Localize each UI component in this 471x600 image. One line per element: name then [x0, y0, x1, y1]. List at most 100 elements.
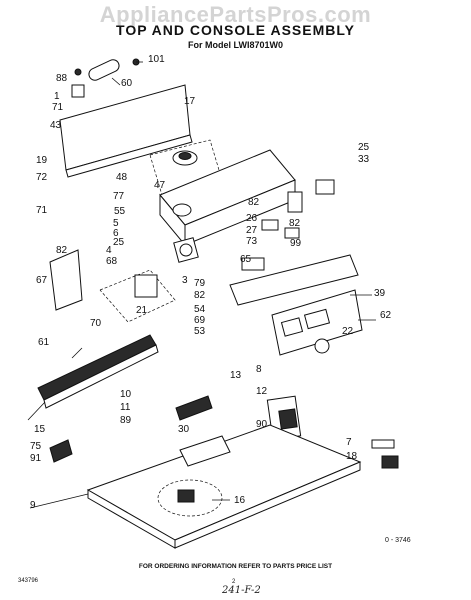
callout-label: 48 — [116, 172, 128, 183]
callout-label: 10 — [120, 389, 132, 400]
document-code: 343796 — [18, 578, 39, 584]
callout-label: 77 — [113, 191, 125, 202]
top-panel-opening-shape — [179, 435, 231, 467]
callout-label: 89 — [120, 415, 132, 426]
callout-label: 13 — [230, 370, 242, 381]
side-bracket-shape — [49, 249, 83, 311]
callout-label: 82 — [194, 290, 206, 301]
callout-label: 68 — [106, 256, 118, 267]
panel-window-shape — [280, 317, 304, 337]
callout-label: 8 — [256, 364, 262, 375]
lint-screen-mesh-shape — [278, 408, 298, 430]
trim-strip-edge-shape — [43, 344, 159, 409]
top-panel-side-edge-shape — [174, 461, 361, 549]
callout-label: 55 — [114, 206, 126, 217]
callout-label: 4 — [106, 245, 112, 256]
console-hole-shape — [172, 203, 192, 217]
small-switch-2-shape — [284, 227, 300, 239]
callout-label: 99 — [290, 238, 302, 249]
callout-label: 82 — [56, 245, 68, 256]
model-subtitle: For Model LWI8701W0 — [187, 40, 283, 50]
callout-label: 79 — [194, 278, 206, 289]
callout-label: 71 — [36, 205, 48, 216]
screw-shape — [74, 68, 82, 76]
callout-label: 43 — [50, 120, 62, 131]
callout-label: 90 — [256, 419, 268, 430]
callout-label: 22 — [342, 326, 354, 337]
callout-label: 27 — [246, 225, 258, 236]
callout-label: 6 — [113, 228, 119, 239]
callout-label: 71 — [52, 102, 64, 113]
callout-label: 70 — [90, 318, 102, 329]
latch-shape — [177, 489, 195, 503]
callout-label: 62 — [380, 310, 392, 321]
front-panel-upper-shape — [229, 254, 359, 306]
callout-label: 54 — [194, 304, 206, 315]
callout-label: 65 — [240, 254, 252, 265]
motor-shape — [134, 274, 158, 298]
callout-label: 69 — [194, 315, 206, 326]
panel-window-2-shape — [303, 308, 331, 330]
callout-label: 75 — [30, 441, 42, 452]
callout-label: 61 — [38, 337, 50, 348]
dashed-enclosure — [149, 139, 226, 206]
callout-label: 26 — [246, 213, 258, 224]
callout-label: 15 — [34, 424, 46, 435]
callout-label: 11 — [120, 402, 131, 413]
callout-label: 25 — [358, 142, 370, 153]
ordering-note: FOR ORDERING INFORMATION REFER TO PARTS … — [138, 563, 333, 570]
callout-label: 17 — [184, 96, 196, 107]
small-switch-shape — [261, 219, 279, 231]
rear-panel-edge-shape — [65, 134, 193, 178]
light-bulb-shape — [88, 59, 120, 81]
callout-label: 47 — [154, 180, 166, 191]
callout-label: 9 — [30, 500, 36, 511]
felt-pad-shape — [49, 439, 73, 463]
page-number: 2 — [232, 579, 236, 585]
knob-center-shape — [178, 152, 192, 160]
diagram-shapes — [27, 58, 399, 549]
callout-label: 21 — [136, 305, 148, 316]
callout-label: 16 — [234, 495, 246, 506]
callout-label: 12 — [256, 386, 268, 397]
callout-label: 7 — [346, 437, 352, 448]
terminal-block-shape — [315, 179, 335, 195]
callout-label: 39 — [374, 288, 386, 299]
callout-label: 101 — [148, 54, 165, 65]
callout-label: 3 — [182, 275, 188, 286]
callout-label: 82 — [248, 197, 260, 208]
hinge-shape — [371, 439, 395, 449]
callout-label: 18 — [346, 451, 358, 462]
clip-shape — [71, 84, 85, 98]
selector-switch-shape — [241, 257, 265, 271]
callout-label: 53 — [194, 326, 206, 337]
selector-knob-shape — [314, 338, 330, 354]
callout-label: 67 — [36, 275, 48, 286]
pad-shape — [381, 455, 399, 469]
drawing-code: 0 - 3746 — [385, 537, 411, 544]
callout-label: 5 — [113, 218, 119, 229]
diagram-title: TOP AND CONSOLE ASSEMBLY — [116, 22, 355, 38]
callout-label: 72 — [36, 172, 48, 183]
switch-shape — [287, 191, 303, 213]
handwritten-note: 241-F-2 — [222, 585, 261, 596]
callout-label: 91 — [30, 453, 42, 464]
callout-label: 25 — [113, 237, 125, 248]
lint-filter-shape — [175, 395, 213, 421]
callout-label: 73 — [246, 236, 258, 247]
callout-label: 30 — [178, 424, 190, 435]
callout-label: 88 — [56, 73, 68, 84]
timer-dial-shape — [179, 243, 193, 257]
latch-enclosure — [157, 479, 223, 517]
callout-label: 1 — [54, 91, 60, 102]
callout-label: 82 — [289, 218, 301, 229]
callout-label: 19 — [36, 155, 48, 166]
watermark: AppliancePartsPros.com — [99, 2, 372, 27]
motor-enclosure — [99, 269, 176, 323]
callout-label: 60 — [121, 78, 133, 89]
trim-strip-shape — [37, 334, 157, 401]
callout-label: 33 — [358, 154, 370, 165]
